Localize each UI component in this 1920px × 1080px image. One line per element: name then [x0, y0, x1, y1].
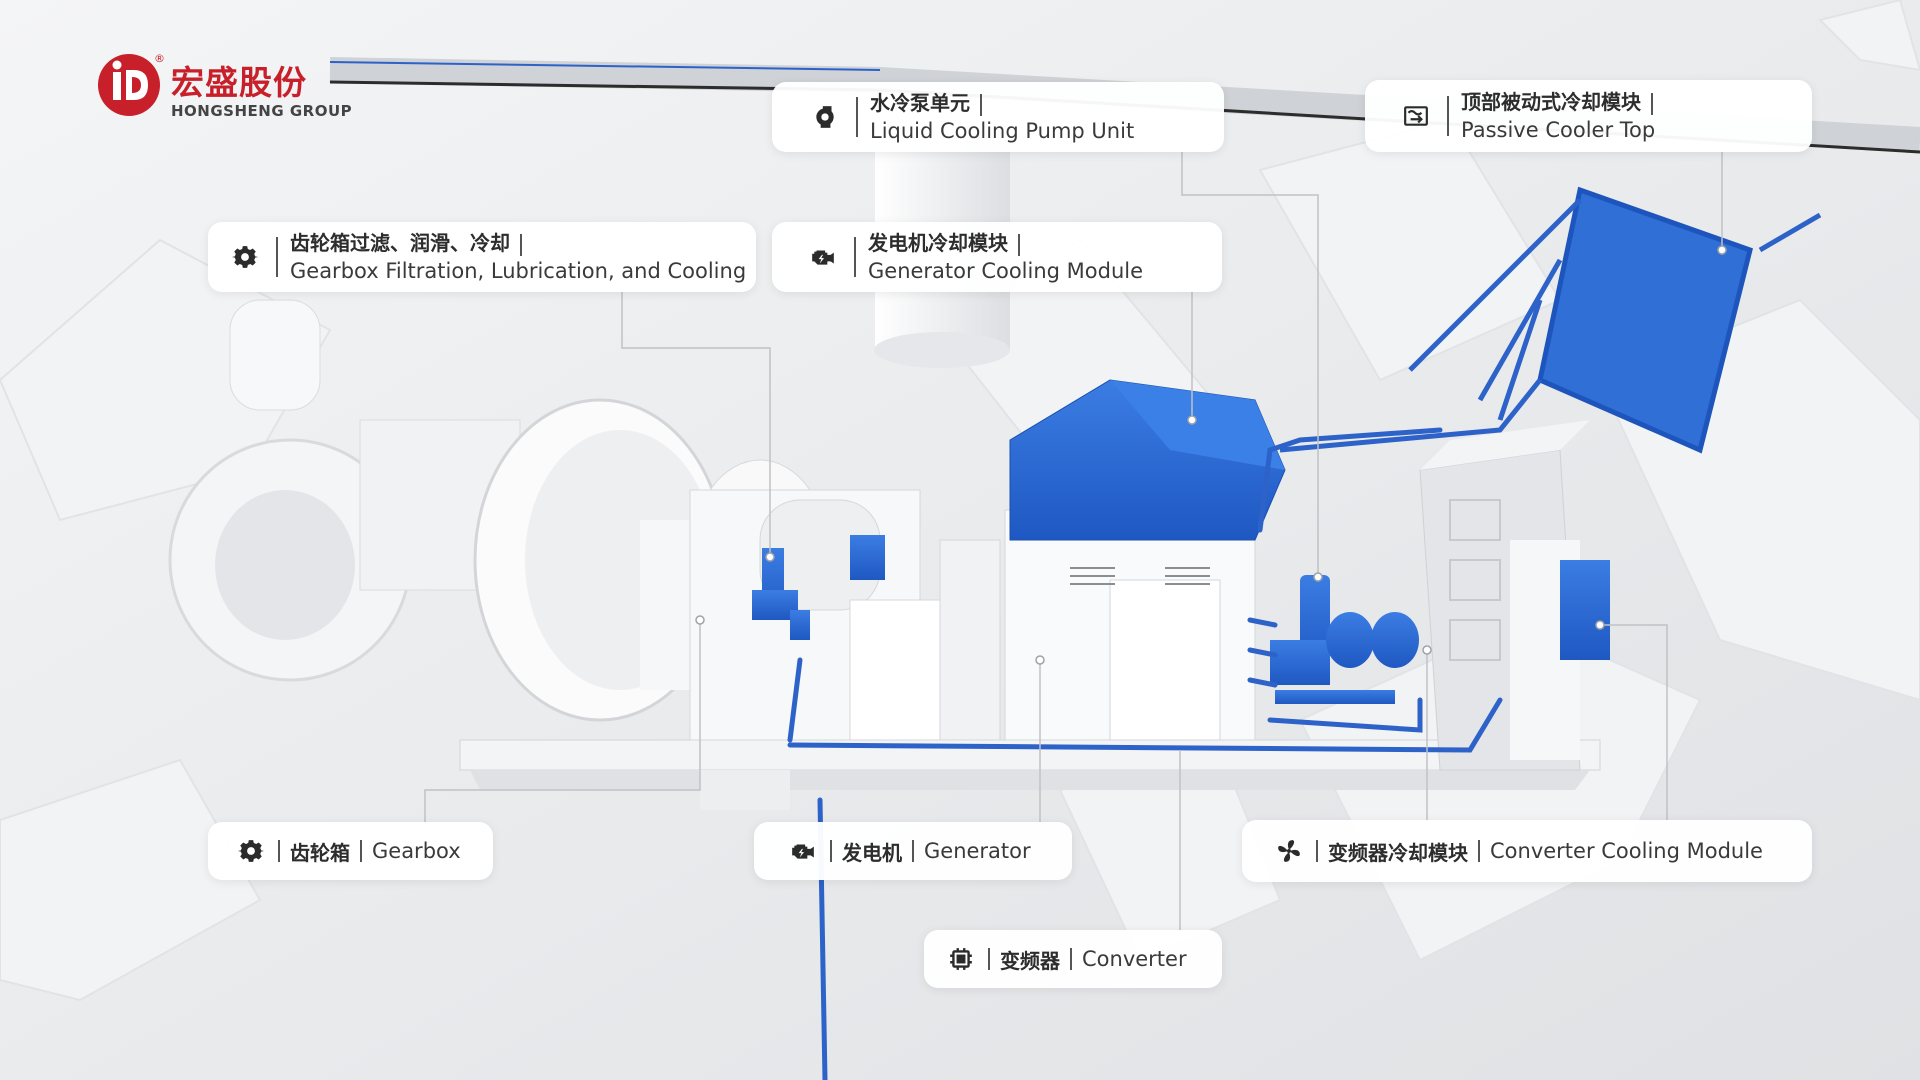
engine-icon [806, 240, 840, 274]
registered-mark: ® [154, 52, 165, 65]
label-converter[interactable]: 变频器 Converter [924, 930, 1222, 988]
divider [360, 840, 362, 862]
label-en: Passive Cooler Top [1461, 117, 1656, 142]
divider [980, 94, 982, 116]
radiator-icon [1399, 99, 1433, 133]
label-gearbox[interactable]: 齿轮箱 Gearbox [208, 822, 493, 880]
divider [856, 97, 858, 137]
label-zh: 齿轮箱过滤、润滑、冷却 [290, 230, 510, 255]
divider [912, 840, 914, 862]
divider [854, 237, 856, 277]
passive-cooler [1279, 186, 1822, 454]
label-en: Gearbox Filtration, Lubrication, and Coo… [290, 258, 747, 283]
pump-unit [1270, 575, 1419, 704]
leader-lines [424, 150, 1723, 935]
label-zh: 发电机 [842, 840, 902, 865]
brand-name-cn: 宏盛股份 [171, 63, 307, 102]
label-zh: 变频器 [1000, 948, 1060, 973]
label-zh: 发电机冷却模块 [868, 230, 1008, 255]
gearbox-filter-unit [752, 535, 885, 640]
label-generator[interactable]: 发电机 Generator [754, 822, 1072, 880]
divider [1651, 93, 1653, 115]
label-gearbox-filtration[interactable]: 齿轮箱过滤、润滑、冷却 Gearbox Filtration, Lubricat… [208, 222, 756, 292]
converter-cabinet [1419, 420, 1610, 771]
pump-icon [808, 100, 842, 134]
divider [988, 948, 990, 970]
divider [278, 840, 280, 862]
chip-icon [944, 942, 978, 976]
label-passive-cooler-top[interactable]: 顶部被动式冷却模块 Passive Cooler Top [1365, 80, 1812, 152]
label-en: Generator [924, 839, 1031, 863]
label-en: Converter Cooling Module [1490, 839, 1763, 863]
gear-icon [234, 834, 268, 868]
label-zh: 变频器冷却模块 [1328, 840, 1468, 865]
divider [1478, 840, 1480, 862]
gear-icon [228, 240, 262, 274]
label-zh: 水冷泵单元 [870, 90, 970, 115]
label-zh: 齿轮箱 [290, 840, 350, 865]
fan-icon [1272, 834, 1306, 868]
brand-logo: ® 宏盛股份 HONGSHENG GROUP [96, 52, 366, 120]
engine-icon [786, 834, 820, 868]
divider [1316, 840, 1318, 862]
base-frame [459, 739, 1601, 810]
coolant-pipes [787, 427, 1503, 1080]
label-liquid-cooling-pump[interactable]: 水冷泵单元 Liquid Cooling Pump Unit [772, 82, 1224, 152]
label-converter-cooling[interactable]: 变频器冷却模块 Converter Cooling Module [1242, 820, 1812, 882]
label-en: Converter [1082, 947, 1187, 971]
divider [1018, 234, 1020, 256]
label-zh: 顶部被动式冷却模块 [1461, 89, 1641, 114]
label-generator-cooling[interactable]: 发电机冷却模块 Generator Cooling Module [772, 222, 1222, 292]
divider [1447, 96, 1449, 136]
anchor-dots [695, 245, 1727, 665]
brand-name-en: HONGSHENG GROUP [171, 102, 353, 120]
divider [520, 234, 522, 256]
label-en: Liquid Cooling Pump Unit [870, 118, 1135, 143]
logo-mark-icon [98, 54, 160, 116]
divider [276, 237, 278, 277]
label-en: Generator Cooling Module [868, 258, 1144, 283]
divider [830, 840, 832, 862]
generator-body [1004, 379, 1286, 741]
label-en: Gearbox [372, 839, 461, 863]
divider [1070, 948, 1072, 970]
